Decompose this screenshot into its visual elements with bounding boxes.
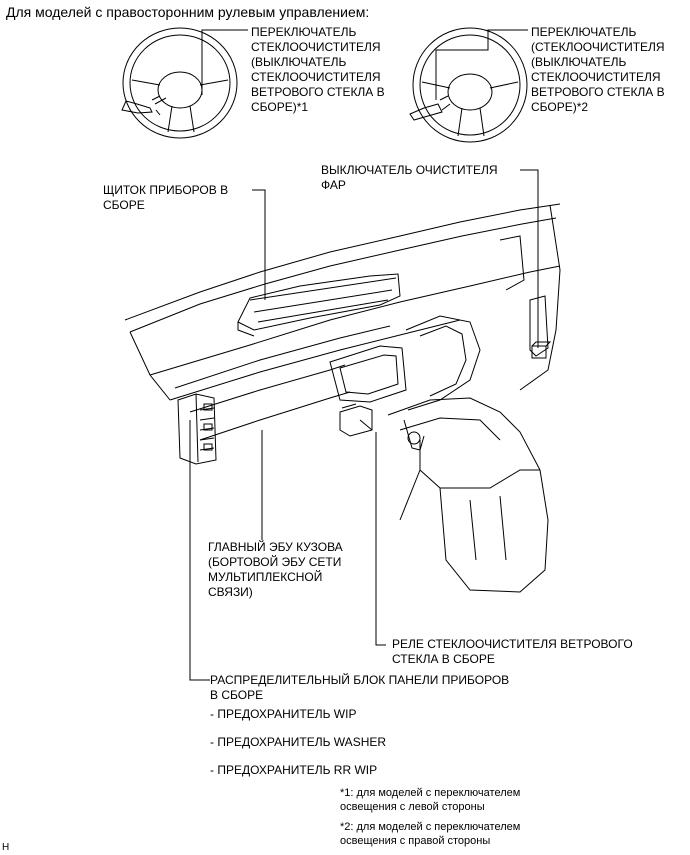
label-junction-block: РАСПРЕДЕЛИТЕЛЬНЫЙ БЛОК ПАНЕЛИ ПРИБОРОВ В… [210,673,510,702]
wiper-relay [339,403,373,437]
combination-meter [237,273,401,337]
label-headlamp-cleaner-switch: ВЫКЛЮЧАТЕЛЬ ОЧИСТИТЕЛЯ ФАР [321,163,498,192]
label-combination-meter: ЩИТОК ПРИБОРОВ В СБОРЕ [103,183,229,212]
steering-wheel-right [409,27,528,143]
steering-wheel-left [121,27,238,139]
label-fuse-washer: - ПРЕДОХРАНИТЕЛЬ WASHER [210,735,387,749]
label-wiper-relay: РЕЛЕ СТЕКЛООЧИСТИТЕЛЯ ВЕТРОВОГО СТЕКЛА В… [392,637,633,666]
label-wiper-switch-left: ПЕРЕКЛЮЧАТЕЛЬ СТЕКЛООЧИСТИТЕЛЯ (ВЫКЛЮЧАТ… [251,25,385,114]
headlamp-cleaner-switch-part [531,341,552,359]
footnote-1: *1: для моделей с переключателем освещен… [340,787,521,813]
label-fuse-wip: - ПРЕДОХРАНИТЕЛЬ WIP [210,707,357,721]
page-title: Для моделей с правосторонним рулевым упр… [6,4,370,20]
label-wiper-switch-right: ПЕРЕКЛЮЧАТЕЛЬ (СТЕКЛООЧИСТИТЕЛЯ (ВЫКЛЮЧА… [531,25,665,114]
label-fuse-rr-wip: - ПРЕДОХРАНИТЕЛЬ RR WIP [210,763,378,777]
footnote-2: *2: для моделей с переключателем освещен… [340,821,521,847]
corner-mark: H [2,842,10,853]
label-main-body-ecu: ГЛАВНЫЙ ЭБУ КУЗОВА (БОРТОВОЙ ЭБУ СЕТИ МУ… [208,540,343,599]
junction-block [177,393,217,465]
dashboard-body [124,203,561,593]
leader-lines [189,29,539,681]
